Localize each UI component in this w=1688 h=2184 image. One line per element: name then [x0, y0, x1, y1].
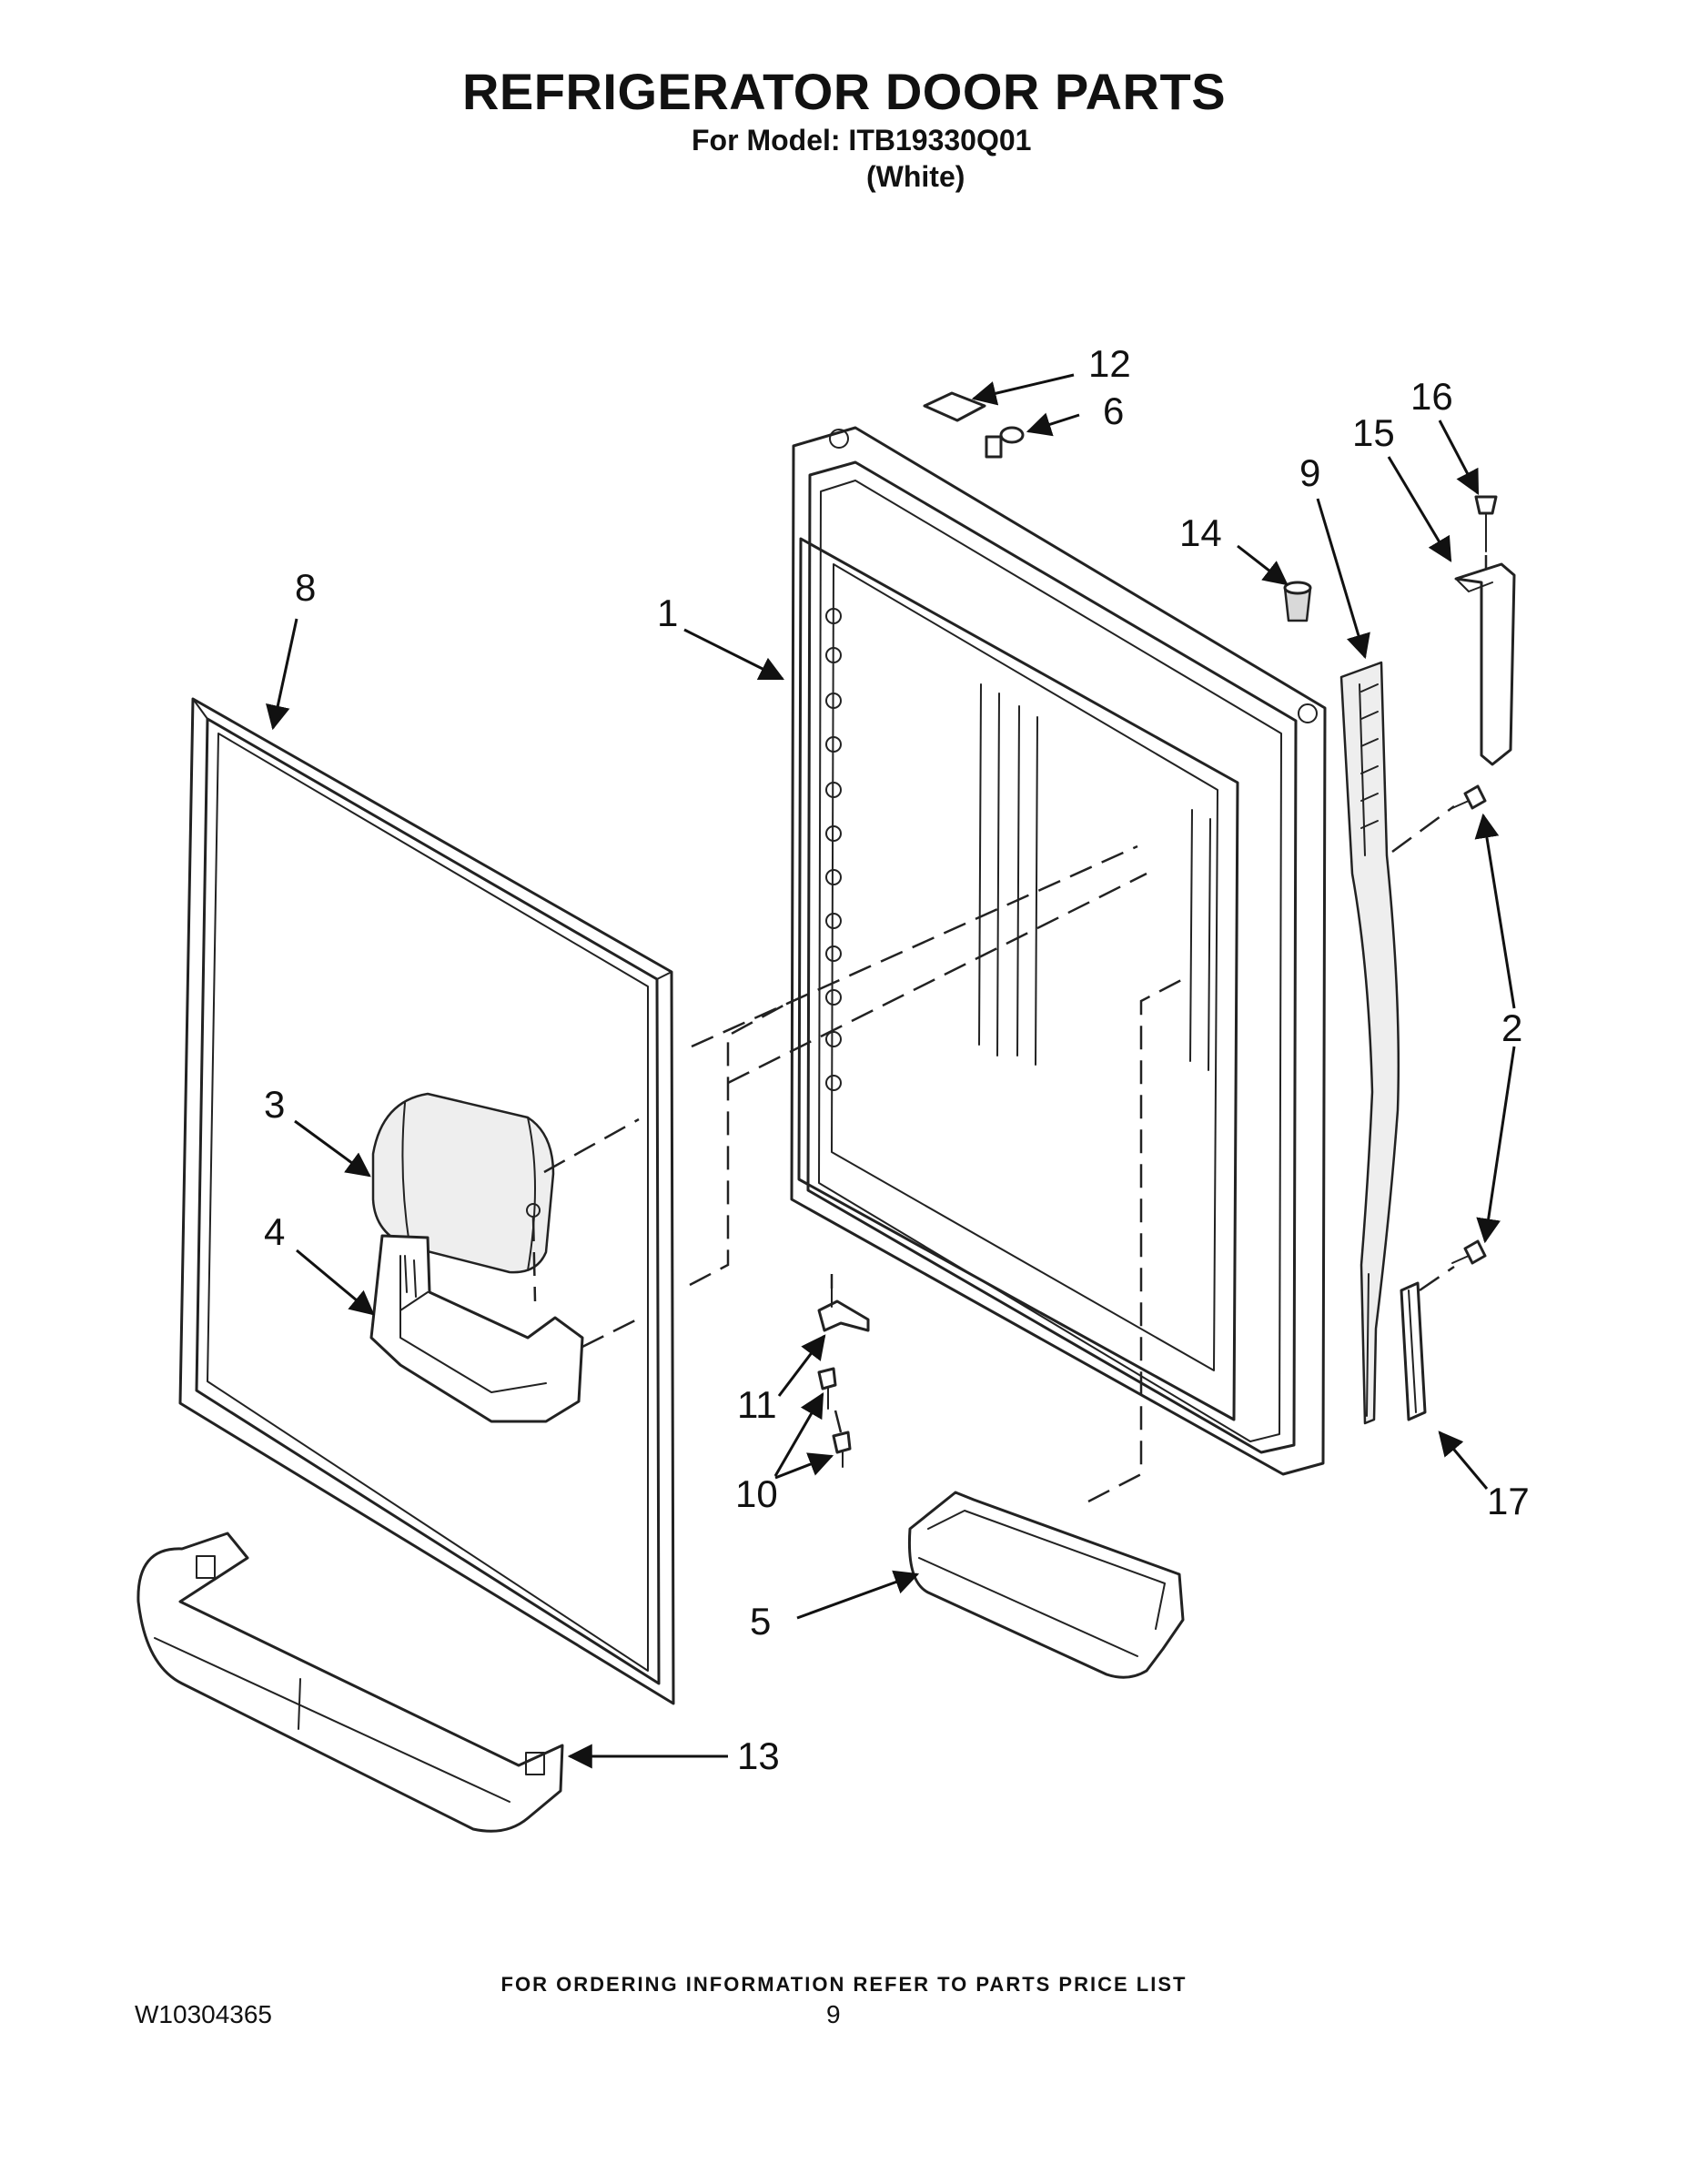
callout-17: 17	[1487, 1480, 1530, 1522]
callout-5: 5	[750, 1600, 771, 1643]
ordering-note: FOR ORDERING INFORMATION REFER TO PARTS …	[500, 1973, 1188, 1996]
callout-2: 2	[1501, 1006, 1522, 1049]
callout-labels: 12 6 16 15 9 14 8 1 2 3 4 11 10 17 5 13	[264, 342, 1530, 1777]
callout-4: 4	[264, 1210, 285, 1253]
screw-10-lower-drawing	[832, 1431, 852, 1468]
dispenser-tray-drawing	[369, 1234, 584, 1423]
callout-10: 10	[735, 1472, 778, 1515]
hinge-pin-6-drawing	[985, 426, 1025, 459]
page-title: REFRIGERATOR DOOR PARTS	[461, 63, 1227, 120]
bushing-14-drawing	[1283, 581, 1312, 622]
page-number: 9	[826, 2000, 841, 2028]
callout-12: 12	[1088, 342, 1131, 385]
screw-2-lower-drawing	[1451, 1239, 1487, 1265]
screw-2-upper-drawing	[1451, 784, 1487, 810]
callout-3: 3	[264, 1083, 285, 1126]
callout-6: 6	[1103, 389, 1124, 432]
handle-9-drawing	[1339, 661, 1400, 1425]
document-number: W10304365	[135, 2000, 273, 2028]
model-line: For Model: ITB19330Q01	[692, 124, 1032, 157]
bracket-15-drawing	[1454, 562, 1516, 766]
door-bin-13-drawing	[136, 1532, 564, 1833]
callout-13: 13	[737, 1734, 780, 1777]
callout-15: 15	[1352, 411, 1395, 454]
assembly-lines	[531, 555, 1488, 1503]
callout-9: 9	[1299, 451, 1320, 494]
color-variant: (White)	[866, 160, 965, 193]
callout-8: 8	[295, 566, 316, 609]
callout-11: 11	[737, 1383, 777, 1426]
callout-leaders	[266, 373, 1516, 1769]
callout-16: 16	[1410, 375, 1453, 418]
seal-12-drawing	[923, 391, 986, 422]
door-liner-drawing	[790, 426, 1327, 1476]
callout-14: 14	[1179, 511, 1222, 554]
callout-1: 1	[657, 592, 678, 634]
screw-10-upper-drawing	[817, 1367, 837, 1410]
shelf-stud-column	[825, 608, 842, 1091]
door-bin-5-drawing	[907, 1491, 1185, 1679]
trim-17-drawing	[1400, 1281, 1427, 1421]
hinge-bracket-11-drawing	[817, 1282, 870, 1332]
screw-16-drawing	[1474, 495, 1498, 552]
